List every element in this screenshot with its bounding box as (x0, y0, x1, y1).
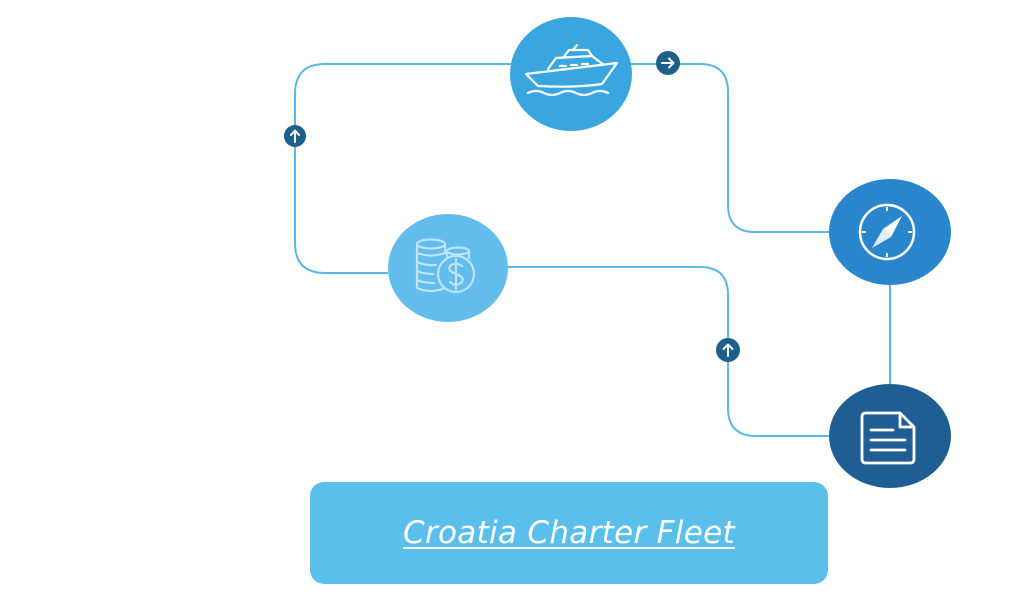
arrow-up-icon (722, 343, 734, 357)
connector-yacht-to-compass (630, 63, 832, 233)
arrow-right-icon (661, 57, 675, 69)
node-document (829, 384, 951, 488)
arrow-up-icon (290, 129, 300, 143)
coins-dollar-icon (415, 238, 476, 294)
connector-yacht-to-finance (294, 63, 512, 274)
node-finance (388, 214, 508, 322)
compass-icon (858, 203, 916, 261)
arrow-badge-left-up (284, 125, 306, 147)
croatia-charter-fleet-link[interactable]: Croatia Charter Fleet (403, 515, 735, 551)
croatia-charter-fleet-button[interactable]: Croatia Charter Fleet (310, 482, 828, 584)
yacht-icon (524, 43, 619, 97)
connector-finance-to-document (508, 266, 832, 437)
node-compass (829, 179, 951, 285)
arrow-badge-middle-up (716, 338, 740, 362)
node-yacht (510, 17, 632, 131)
document-icon (860, 411, 916, 465)
arrow-badge-top-right (656, 51, 680, 75)
